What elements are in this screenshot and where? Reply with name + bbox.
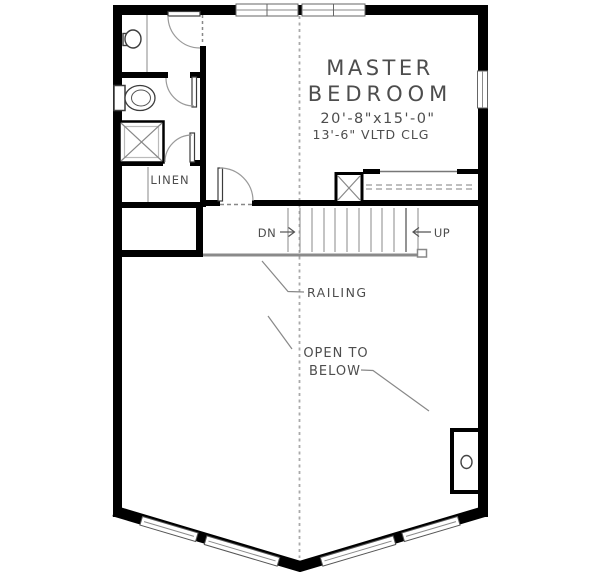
room-ceiling-note: 13'-6" VLTD CLG — [313, 127, 430, 142]
door-panel — [189, 132, 196, 163]
door-arc — [167, 15, 201, 49]
sink-icon — [122, 29, 142, 49]
bath-bedroom-wall — [200, 46, 206, 207]
closet-top-wall-stub-right — [457, 169, 478, 174]
stair-treads — [287, 208, 419, 252]
up-label: UP — [434, 226, 450, 240]
closet-room-bottom-wall — [113, 250, 203, 257]
sink-toilet-wall-stub — [190, 72, 206, 78]
open-below-label-line2: BELOW — [309, 364, 361, 379]
bathroom-entry-door — [167, 10, 204, 49]
exterior-wall-top — [113, 5, 488, 15]
window-top-left — [235, 3, 299, 17]
fireplace-chase-icon — [450, 428, 482, 494]
closet-top-wall-stub-left — [363, 169, 380, 174]
exterior-wall-right — [478, 5, 488, 517]
newel-post — [416, 248, 428, 258]
bedroom-south-wall-right — [252, 200, 478, 206]
chimney-icon — [334, 172, 364, 204]
open-below-label-line1: OPEN TO — [303, 346, 368, 361]
bedroom-south-wall-left — [203, 200, 220, 206]
closet-room-right-wall — [196, 202, 203, 257]
bath-block-south-wall — [113, 202, 203, 208]
door-arc — [219, 167, 254, 202]
window-prow-left-lower — [203, 535, 281, 567]
window-prow-right-upper — [401, 515, 461, 543]
linen-area-door — [164, 132, 196, 163]
window-prow-right-lower — [319, 535, 397, 567]
bathroom-fixtures — [113, 15, 165, 202]
sink-toilet-wall — [113, 72, 168, 78]
railing-label: RAILING — [307, 285, 368, 300]
window-top-right — [301, 3, 366, 17]
window-bedroom-right — [477, 70, 488, 109]
room-dimensions: 20'-8"x15'-0" — [320, 111, 435, 127]
exterior-wall-left — [113, 5, 122, 517]
toilet-icon — [113, 84, 156, 112]
room-name-line2: BEDROOM — [308, 82, 453, 106]
master-bedroom-door — [217, 167, 254, 206]
bedroom-closet — [366, 170, 476, 190]
open-below-leader-right — [360, 369, 430, 412]
windows — [139, 3, 488, 567]
window-prow-left-upper — [139, 515, 199, 543]
open-below-leader-left — [267, 315, 293, 350]
shower-icon — [118, 120, 165, 164]
railing-leader-line — [261, 260, 305, 293]
annotations — [261, 227, 431, 412]
door-panel — [167, 10, 201, 17]
shower-linen-wall-stub — [190, 160, 200, 166]
down-label: DN — [258, 226, 276, 240]
down-arrow — [280, 227, 296, 237]
linen-label: LINEN — [150, 173, 189, 187]
doors — [164, 10, 254, 206]
staircase — [203, 208, 428, 258]
door-panel — [217, 167, 224, 202]
door-arc — [165, 77, 195, 107]
door-panel — [191, 76, 198, 108]
up-arrow — [412, 227, 431, 237]
toilet-room-door — [165, 76, 198, 108]
room-name-line1: MASTER — [326, 56, 434, 80]
door-arc — [164, 134, 193, 163]
